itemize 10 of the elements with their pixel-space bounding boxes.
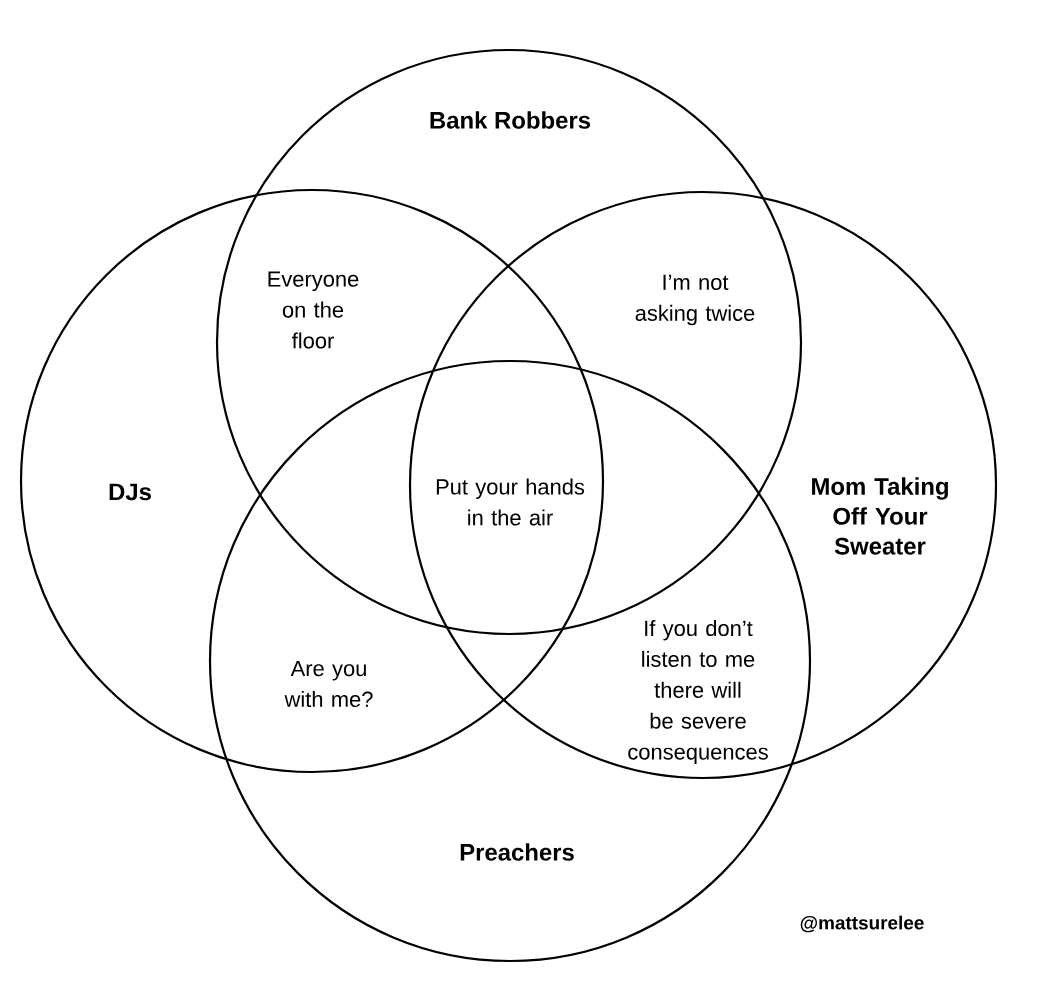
region-text: Everyone on the floor xyxy=(268,271,359,349)
region-text: If you don’t listen to me there will be severe consequences xyxy=(628,620,768,764)
region-text: I’m not asking twice xyxy=(635,274,755,326)
set-label: Bank Robbers xyxy=(430,111,591,129)
set-label: Mom Taking Off Your Sweater xyxy=(812,477,948,555)
region-text: Put your hands in the air xyxy=(436,478,585,526)
credit-text: @mattsurelee xyxy=(800,915,924,933)
set-label: DJs xyxy=(109,483,151,501)
region-text: Are you with me? xyxy=(284,660,373,708)
set-label: Preachers xyxy=(460,843,574,861)
